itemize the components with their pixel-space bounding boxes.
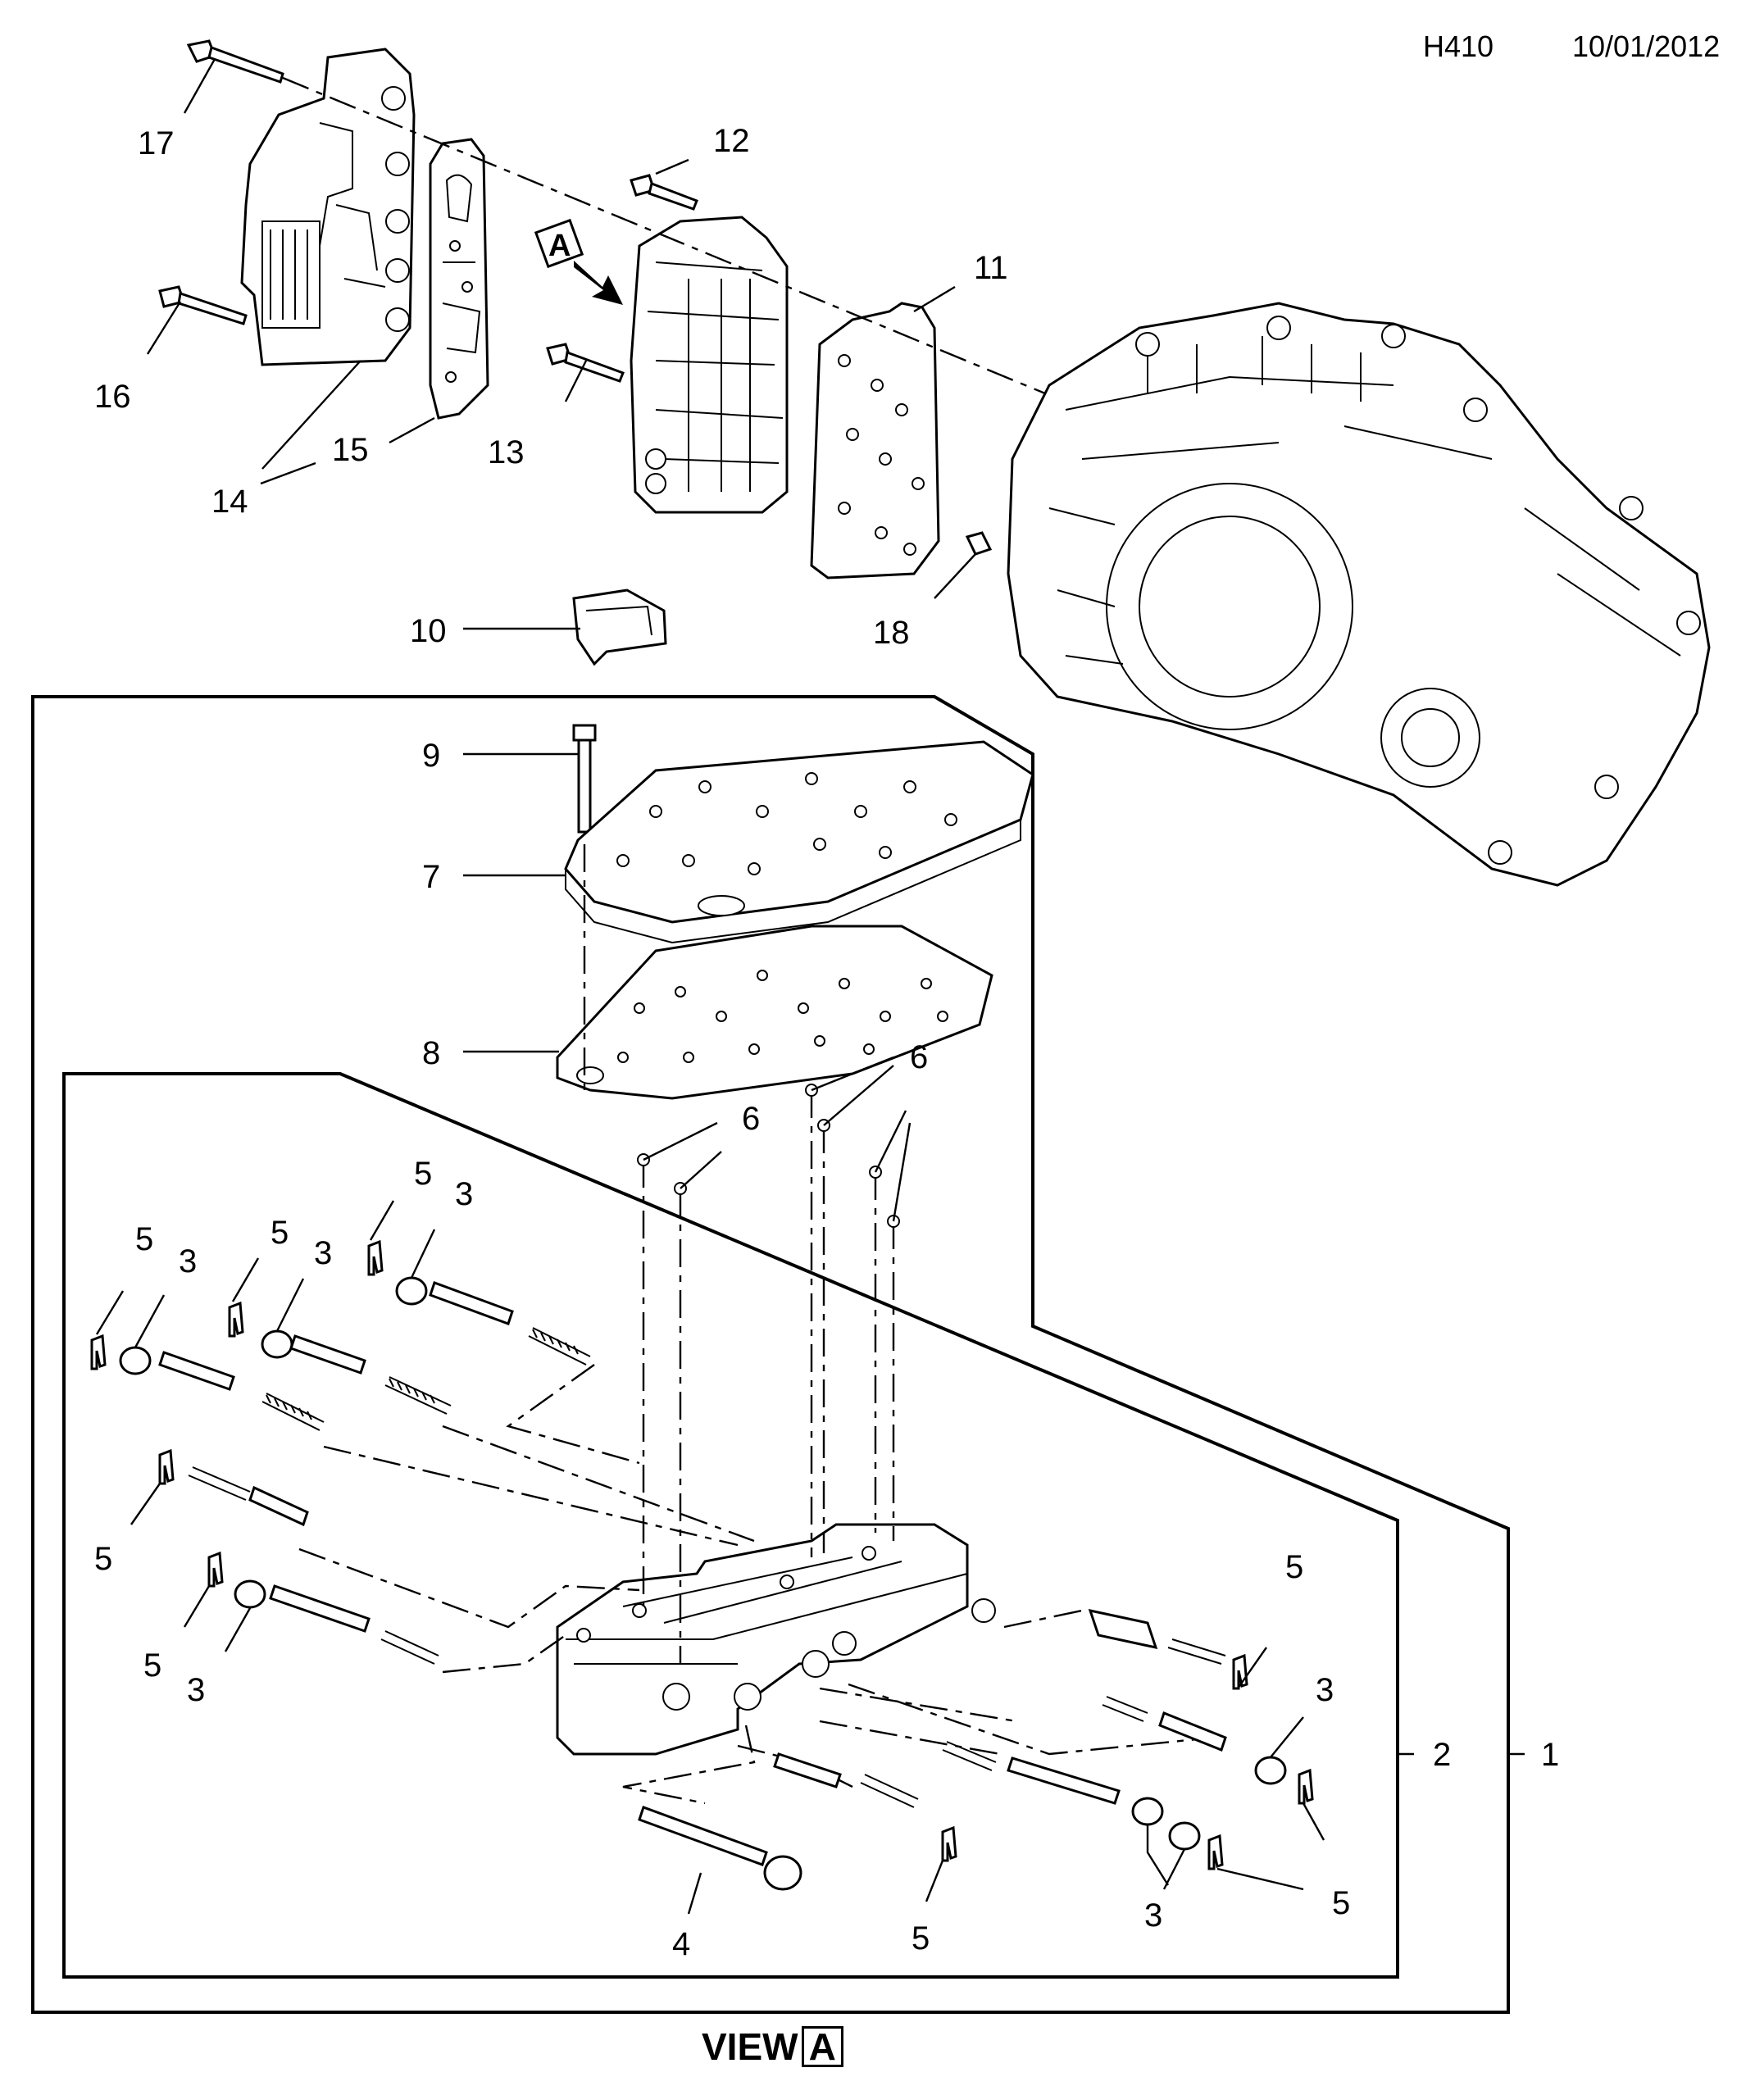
- callout-1: 1: [1541, 1737, 1559, 1773]
- callout-3-g: 3: [1144, 1897, 1162, 1934]
- callout-3-b: 3: [314, 1235, 332, 1271]
- callout-6-left: 6: [742, 1101, 760, 1137]
- callout-5-c: 5: [414, 1156, 432, 1192]
- callout-labels: 17 16 15 14 13 12 11 10 18 9 7 8 6 6 5 3…: [94, 123, 1559, 1962]
- spool-group-d: [158, 1448, 309, 1527]
- cover-plate-part: [564, 740, 1034, 944]
- view-label-letter: A: [801, 2026, 843, 2067]
- spool-alignment-lines: [298, 1364, 1214, 1805]
- bolt-9-part: [572, 724, 597, 834]
- spool-group-g: [1102, 1696, 1314, 1805]
- clip-10-part: [572, 589, 667, 666]
- bolt-17-part: [186, 39, 284, 84]
- callout-17: 17: [138, 125, 175, 161]
- valve-4-part: [638, 1806, 802, 1891]
- callout-4: 4: [672, 1926, 690, 1962]
- spool-group-h: [942, 1741, 1224, 1870]
- callout-7: 7: [422, 859, 440, 895]
- callout-18: 18: [873, 615, 910, 651]
- callout-9: 9: [422, 738, 440, 774]
- leader-lines: [95, 58, 1525, 1915]
- callout-10: 10: [410, 613, 447, 649]
- control-valve-body-part: [240, 48, 416, 366]
- diagram-date: 10/01/2012: [1572, 30, 1721, 63]
- callout-5-g: 5: [1332, 1885, 1350, 1921]
- callout-3-e: 3: [187, 1672, 205, 1708]
- bolt-16-part: [158, 285, 248, 325]
- callout-13: 13: [488, 434, 525, 470]
- callout-11: 11: [974, 250, 1008, 286]
- bolt-13-part: [546, 343, 625, 383]
- valve-body-cover-gasket-part: [556, 925, 993, 1100]
- callout-5-d: 5: [94, 1541, 112, 1577]
- callout-3-c: 3: [455, 1176, 473, 1212]
- alignment-line: [282, 76, 1046, 395]
- spool-group-c: [367, 1239, 591, 1366]
- callout-5-b: 5: [271, 1215, 289, 1251]
- lower-valve-body-part: [556, 1523, 996, 1756]
- diagram-code: H410: [1423, 30, 1494, 63]
- callout-2: 2: [1433, 1737, 1451, 1773]
- callout-3-a: 3: [179, 1243, 197, 1279]
- callout-5-a: 5: [135, 1221, 153, 1257]
- spool-group-i: [773, 1752, 957, 1862]
- pin-18-part: [965, 531, 993, 556]
- spool-group-a: [90, 1334, 325, 1431]
- valve-body-frame: [62, 1072, 1399, 1979]
- callout-5-e: 5: [143, 1647, 161, 1684]
- view-a-arrow: A: [534, 218, 623, 305]
- bolt-12-part: [630, 174, 698, 211]
- callout-5-h: 5: [912, 1920, 930, 1956]
- view-label-word: VIEW: [702, 2025, 798, 2068]
- check-ball-lines: [637, 1084, 900, 1664]
- callout-14: 14: [211, 484, 248, 520]
- callout-15: 15: [332, 432, 369, 468]
- callout-12: 12: [713, 123, 750, 159]
- view-a-frame: [31, 695, 1510, 2014]
- transmission-case-part: [1007, 302, 1711, 887]
- separator-plate-part: [810, 302, 940, 579]
- callout-8: 8: [422, 1035, 440, 1071]
- view-a-marker: A: [548, 229, 571, 263]
- valve-body-gasket-part: [429, 138, 489, 420]
- spool-group-b: [228, 1301, 452, 1415]
- callout-3-f: 3: [1316, 1672, 1334, 1708]
- callout-16: 16: [94, 379, 131, 415]
- callout-6-right: 6: [910, 1039, 928, 1075]
- callout-5-f: 5: [1285, 1549, 1303, 1585]
- spool-group-f: [1088, 1608, 1248, 1690]
- spool-group-e: [207, 1551, 439, 1665]
- view-a-label: VIEW A: [702, 2025, 843, 2069]
- upper-valve-body-part: [630, 216, 789, 514]
